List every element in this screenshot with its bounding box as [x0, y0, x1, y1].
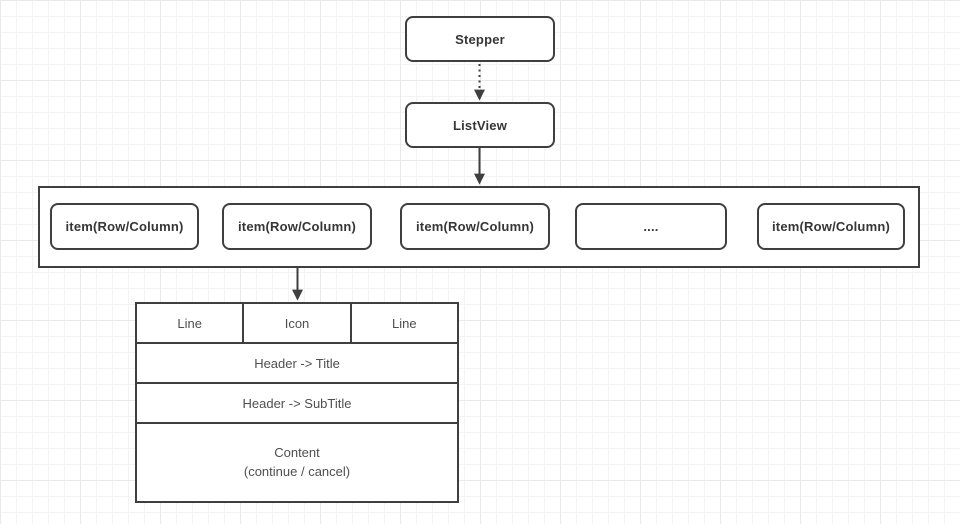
- card-row-content: Content (continue / cancel): [137, 424, 457, 501]
- item-label: ....: [643, 219, 659, 234]
- item-label: item(Row/Column): [237, 219, 357, 234]
- item-detail-card: Line Icon Line Header -> Title Header ->…: [135, 302, 459, 503]
- card-cell-line-right: Line: [349, 304, 457, 342]
- item-node-ellipsis: ....: [575, 203, 727, 250]
- card-content-title: Content: [274, 444, 320, 460]
- card-row-header-subtitle: Header -> SubTitle: [137, 384, 457, 424]
- item-label: item(Row/Column): [771, 219, 891, 234]
- stepper-node: Stepper: [405, 16, 555, 62]
- listview-node: ListView: [405, 102, 555, 148]
- item-node-2: item(Row/Column): [222, 203, 372, 250]
- card-cell-line-left: Line: [177, 315, 202, 331]
- item-node-1: item(Row/Column): [50, 203, 199, 250]
- listview-label: ListView: [452, 117, 508, 133]
- item-node-5: item(Row/Column): [757, 203, 905, 250]
- card-content-subtitle: (continue / cancel): [243, 463, 351, 479]
- card-row-line-icon-line: Line Icon Line: [137, 304, 457, 344]
- item-node-3: item(Row/Column): [400, 203, 550, 250]
- card-row-header-title: Header -> Title: [137, 344, 457, 384]
- card-cell-icon: Icon: [242, 304, 349, 342]
- stepper-label: Stepper: [455, 31, 505, 47]
- item-label: item(Row/Column): [415, 219, 535, 234]
- item-label: item(Row/Column): [65, 219, 184, 234]
